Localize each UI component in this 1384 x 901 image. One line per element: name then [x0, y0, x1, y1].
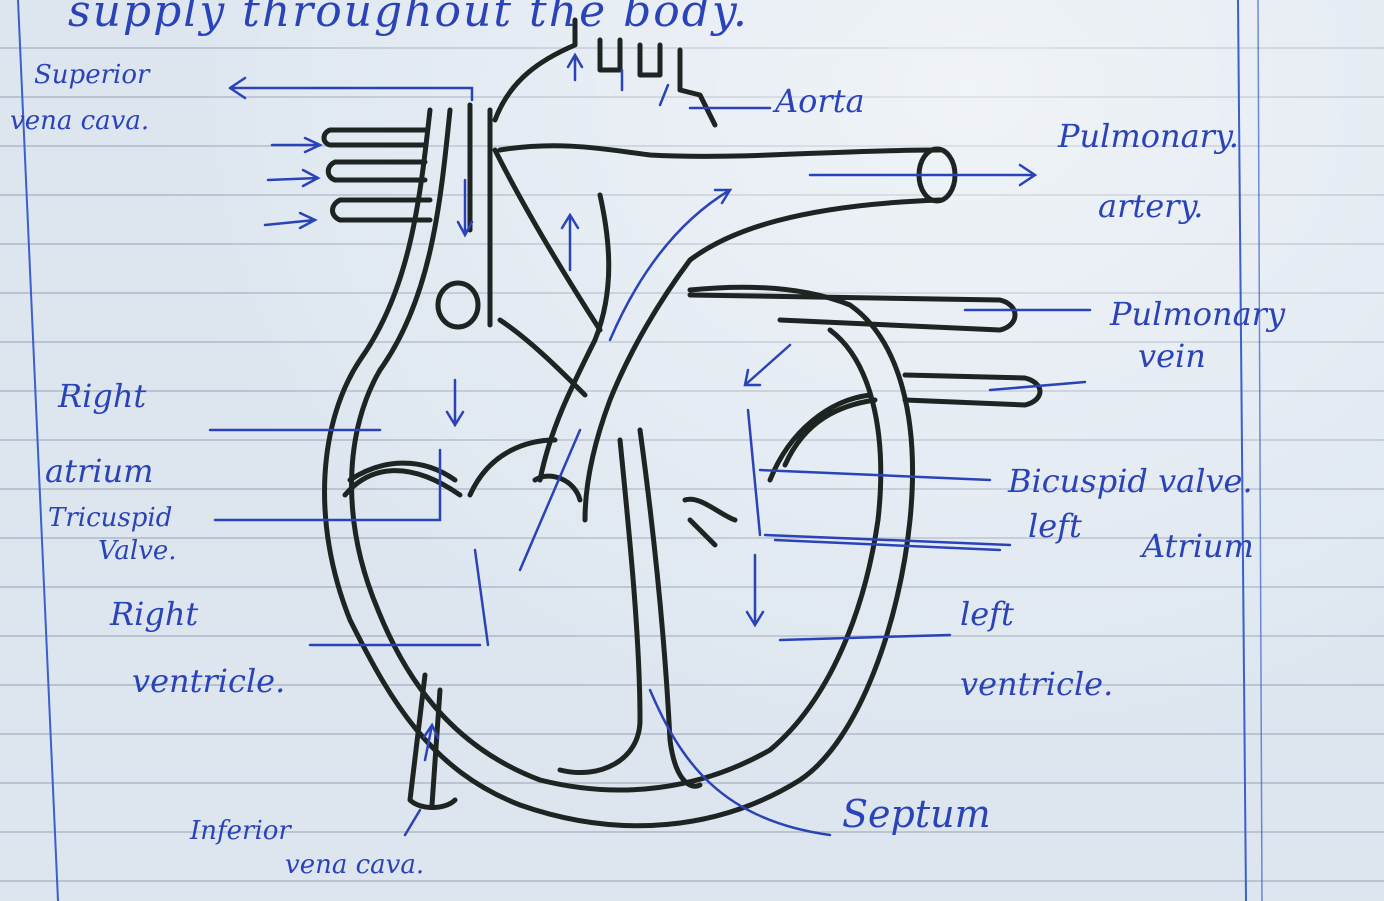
right-margin-line [1238, 0, 1246, 901]
aorta-branches [600, 40, 715, 125]
left-ventricle-pointer [780, 635, 950, 640]
flow-arrow-2 [268, 170, 318, 186]
label-right-ventricle-line2: ventricle. [132, 665, 285, 697]
flow-arrow-9 [520, 430, 580, 570]
label-bicuspid-valve: Bicuspid valve. [1008, 465, 1253, 497]
svc-pointer [230, 78, 472, 100]
flow-arrow-8 [745, 345, 790, 385]
diagonal-2 [495, 150, 600, 330]
ivc-pointer [405, 810, 420, 835]
outer-wall [325, 110, 913, 826]
inner-wall [352, 110, 881, 790]
bicuspid-pointer [760, 470, 990, 480]
bicuspid-valve-shape [770, 395, 875, 480]
flow-arrow-6 [610, 190, 730, 340]
pulmonary-trunk-bottom [690, 200, 940, 260]
label-left-atrium-line2: Atrium [1142, 530, 1254, 562]
label-septum: Septum [842, 795, 991, 833]
label-left-atrium-line1: left [1028, 510, 1082, 542]
label-left-ventricle-line1: left [960, 598, 1014, 630]
label-superior-line2: vena cava. [10, 108, 149, 134]
pulmonary-trunk-top [500, 146, 940, 157]
label-right-atrium-line1: Right [58, 380, 146, 412]
coronary-opening [438, 283, 478, 327]
flow-arrow-1 [272, 138, 320, 152]
aortic-valve-shape [685, 499, 735, 545]
flow-arrow-3 [265, 213, 315, 228]
label-inferior-line2: vena cava. [285, 852, 424, 878]
label-aorta: Aorta [775, 85, 865, 117]
flow-arrow-7 [447, 380, 463, 425]
label-pulmonary-artery-line1: Pulmonary. [1058, 120, 1239, 152]
annotation-lines [210, 55, 1090, 835]
side-vessel-1 [324, 130, 425, 145]
label-superior-line1: Superior [34, 62, 149, 88]
heading-text: supply throughout the body. [68, 0, 749, 34]
flow-arrow-5 [562, 215, 578, 270]
heart-outline [324, 20, 1040, 826]
inferior-vena-cava-shape [410, 675, 455, 808]
right-margin-line-2 [1258, 0, 1262, 901]
pulmonary-artery-pointer [810, 165, 1035, 185]
label-pulmonary-artery-line2: artery. [1098, 190, 1203, 222]
label-inferior-line1: Inferior [190, 818, 291, 844]
pulmonary-vein-1 [690, 295, 1015, 330]
side-vessel-2 [328, 162, 425, 180]
label-pulmonary-vein-line1: Pulmonary [1110, 298, 1285, 330]
label-right-ventricle-line1: Right [110, 598, 198, 630]
label-pulmonary-vein-line2: vein [1138, 340, 1206, 372]
label-tricuspid-line1: Tricuspid [48, 505, 172, 531]
flow-arrow-10 [747, 555, 763, 625]
label-tricuspid-line2: Valve. [98, 538, 177, 564]
vessel-right [585, 260, 690, 520]
pulmonary-vein-2 [905, 375, 1040, 405]
septum-left [560, 440, 640, 773]
label-left-ventricle-line2: ventricle. [960, 668, 1113, 700]
label-right-atrium-line2: atrium [45, 455, 153, 487]
tricuspid-valve-shape [345, 463, 460, 495]
